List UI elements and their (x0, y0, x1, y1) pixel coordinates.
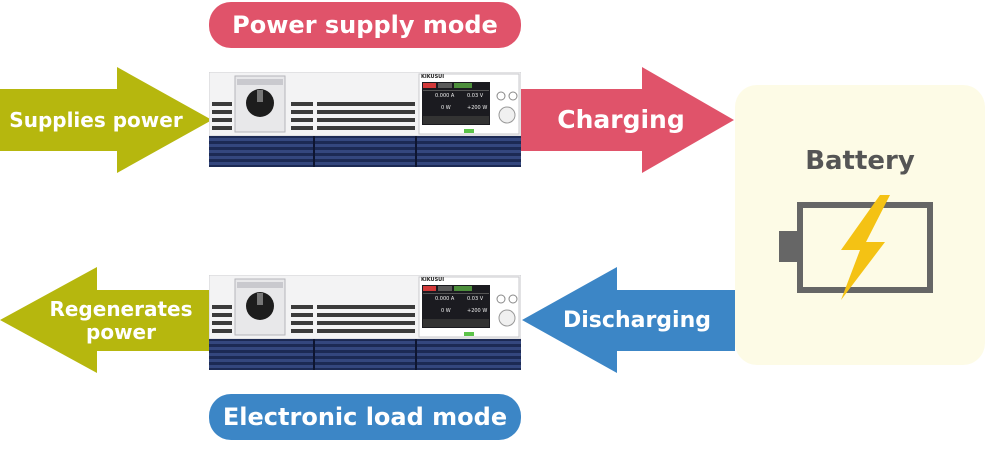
device-power: 0 W (441, 105, 451, 111)
device-voltage: 0.03 V (467, 93, 484, 99)
device-current: 0.000 A (435, 93, 455, 99)
power-supply-mode-label: Power supply mode (209, 2, 521, 48)
regenerates-power-label: Regenerates power (30, 290, 212, 351)
device-brand: KIKUSUI (421, 74, 445, 80)
device-power: 0 W (441, 308, 451, 314)
regenerates-line-1: Regenerates (49, 296, 193, 321)
device-current: 0.000 A (435, 296, 455, 302)
supplies-power-label: Supplies power (9, 107, 183, 132)
device-power-limit: +200 W (467, 308, 488, 314)
device-brand: KIKUSUI (421, 277, 445, 283)
regenerates-power-arrow: Regenerates power (0, 267, 212, 373)
electronic-load-mode-label: Electronic load mode (209, 394, 521, 440)
supplies-power-arrow: Supplies power (0, 67, 212, 173)
battery-title: Battery (805, 146, 915, 176)
discharging-label: Discharging (563, 307, 711, 333)
device-power-limit: +200 W (467, 105, 488, 111)
charging-arrow: Charging (520, 67, 734, 173)
device-voltage: 0.03 V (467, 296, 484, 302)
discharging-arrow: Discharging (522, 267, 735, 373)
power-supply-device: KIKUSUI 0.000 A 0.03 V 0 W +200 W (208, 71, 522, 167)
regenerates-line-2: power (86, 319, 156, 344)
electronic-load-device: KIKUSUI 0.000 A 0.03 V 0 W +200 W (208, 274, 522, 370)
charging-label: Charging (557, 104, 685, 134)
battery-charging-icon (779, 195, 933, 300)
